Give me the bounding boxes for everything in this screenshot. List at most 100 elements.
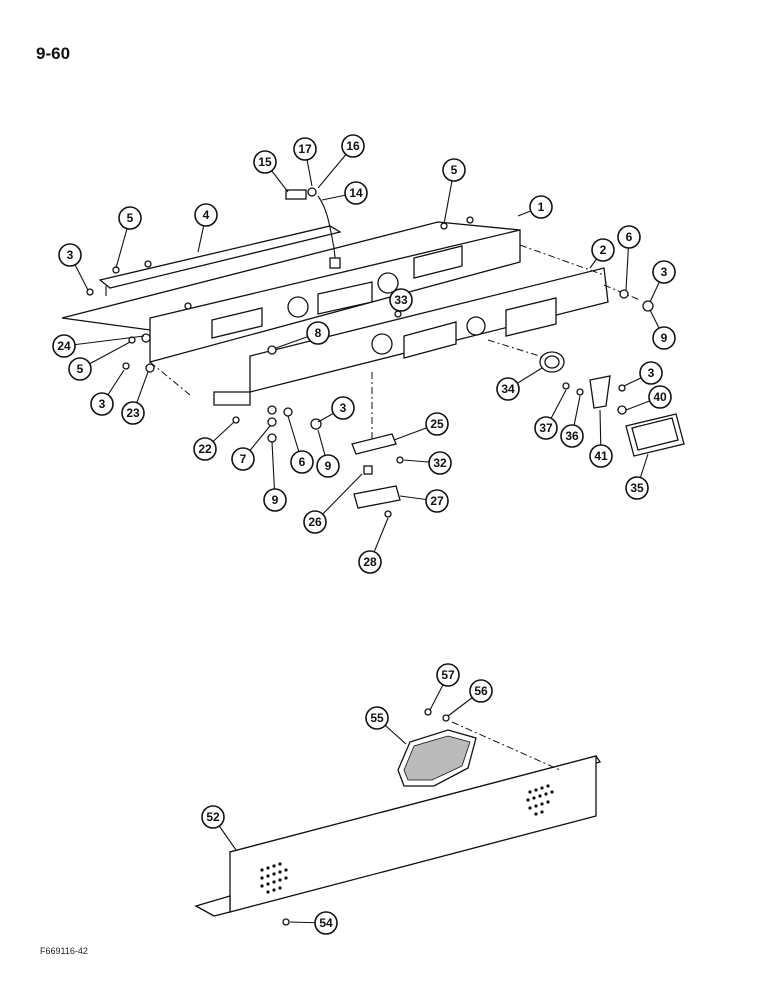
callout-label: 14	[349, 186, 363, 200]
panel-1-cutout-b	[317, 281, 373, 315]
callout-label: 8	[315, 326, 322, 340]
callout-label: 22	[198, 442, 212, 456]
harness-connector	[329, 257, 341, 269]
callout-label: 56	[474, 684, 488, 698]
callout-label: 7	[240, 452, 247, 466]
panel-1-gauge-hole-a	[287, 296, 309, 318]
callout-24: 24	[52, 334, 145, 358]
callout-label: 26	[308, 515, 322, 529]
callout-circle	[591, 238, 615, 262]
front-panel-lip	[213, 391, 251, 406]
callout-circle	[560, 424, 584, 448]
callout-52: 52	[201, 805, 237, 851]
panel-1-cutout-c	[413, 245, 463, 279]
panel-screw	[282, 918, 290, 926]
callout-label: 16	[346, 139, 360, 153]
callout-label: 3	[340, 401, 347, 415]
wiring-harness	[317, 195, 337, 267]
callout-label: 57	[441, 668, 455, 682]
speaker-grille-left	[260, 862, 288, 894]
callout-circle	[194, 203, 218, 227]
callout-label: 40	[653, 390, 667, 404]
connector-nut	[307, 187, 317, 197]
front-panel-hole-b	[466, 316, 486, 336]
callout-3: 3	[623, 361, 663, 387]
callout-circle	[341, 134, 365, 158]
callout-circle	[344, 181, 368, 205]
callout-22: 22	[193, 421, 235, 461]
callout-54: 54	[289, 911, 338, 935]
callout-7: 7	[231, 425, 271, 471]
callout-41: 41	[589, 409, 613, 468]
callout-40: 40	[625, 385, 672, 411]
callout-circle	[263, 488, 287, 512]
callout-circle	[652, 326, 676, 350]
callout-circle	[306, 321, 330, 345]
dash-panel-assembly	[61, 187, 685, 518]
callout-32: 32	[403, 451, 452, 475]
callout-circle	[425, 489, 449, 513]
callout-label: 15	[258, 155, 272, 169]
callout-circle	[118, 206, 142, 230]
callout-label: 6	[626, 230, 633, 244]
front-panel-cutout-rect	[505, 297, 557, 337]
callout-circle	[639, 361, 663, 385]
callout-label: 37	[539, 421, 553, 435]
callout-circle	[652, 260, 676, 284]
callout-56: 56	[447, 679, 493, 717]
callout-26: 26	[303, 473, 363, 534]
callout-label: 9	[272, 493, 279, 507]
callout-6: 6	[617, 225, 641, 291]
callout-circle	[529, 195, 553, 219]
callout-37: 37	[534, 389, 567, 440]
callout-5: 5	[442, 158, 466, 225]
callout-17: 17	[293, 137, 317, 187]
callout-circle	[52, 334, 76, 358]
callout-9: 9	[649, 309, 676, 350]
callout-circle	[293, 137, 317, 161]
callout-16: 16	[317, 134, 365, 189]
callout-label: 35	[630, 481, 644, 495]
callout-4: 4	[194, 203, 218, 253]
callout-circle	[617, 225, 641, 249]
callout-circle	[316, 454, 340, 478]
callout-circle	[365, 706, 389, 730]
panel-1-gauge-hole-b	[377, 272, 399, 294]
speaker-mesh	[403, 735, 471, 781]
callout-1: 1	[517, 195, 553, 219]
callout-2: 2	[589, 238, 615, 269]
switch-plunger	[363, 465, 373, 475]
callout-label: 32	[433, 456, 447, 470]
callout-label: 5	[77, 362, 84, 376]
callout-label: 3	[648, 366, 655, 380]
callout-circle	[534, 416, 558, 440]
callout-35: 35	[625, 453, 649, 500]
callout-label: 41	[594, 449, 608, 463]
speaker-panel-assembly	[194, 708, 602, 926]
callout-23: 23	[121, 371, 149, 425]
callout-label: 2	[600, 243, 607, 257]
callout-label: 24	[57, 339, 71, 353]
connector-body	[285, 189, 307, 200]
callout-label: 3	[99, 397, 106, 411]
callout-circle	[121, 401, 145, 425]
callout-circle	[303, 510, 327, 534]
callout-label: 34	[501, 382, 515, 396]
speaker-panel-flange	[194, 895, 231, 917]
callout-label: 4	[203, 208, 210, 222]
callout-label: 27	[430, 494, 444, 508]
mounting-bracket	[98, 225, 342, 289]
callout-28: 28	[358, 517, 389, 574]
callout-circle	[253, 150, 277, 174]
callout-6: 6	[287, 415, 314, 474]
callout-5: 5	[115, 206, 142, 269]
callout-34: 34	[496, 367, 543, 401]
callout-circle	[290, 450, 314, 474]
callout-27: 27	[399, 489, 449, 513]
callout-label: 9	[661, 331, 668, 345]
callout-circle	[90, 392, 114, 416]
lamp-lens-inner	[631, 417, 679, 451]
speaker-nut	[424, 708, 432, 716]
callout-55: 55	[365, 706, 407, 745]
